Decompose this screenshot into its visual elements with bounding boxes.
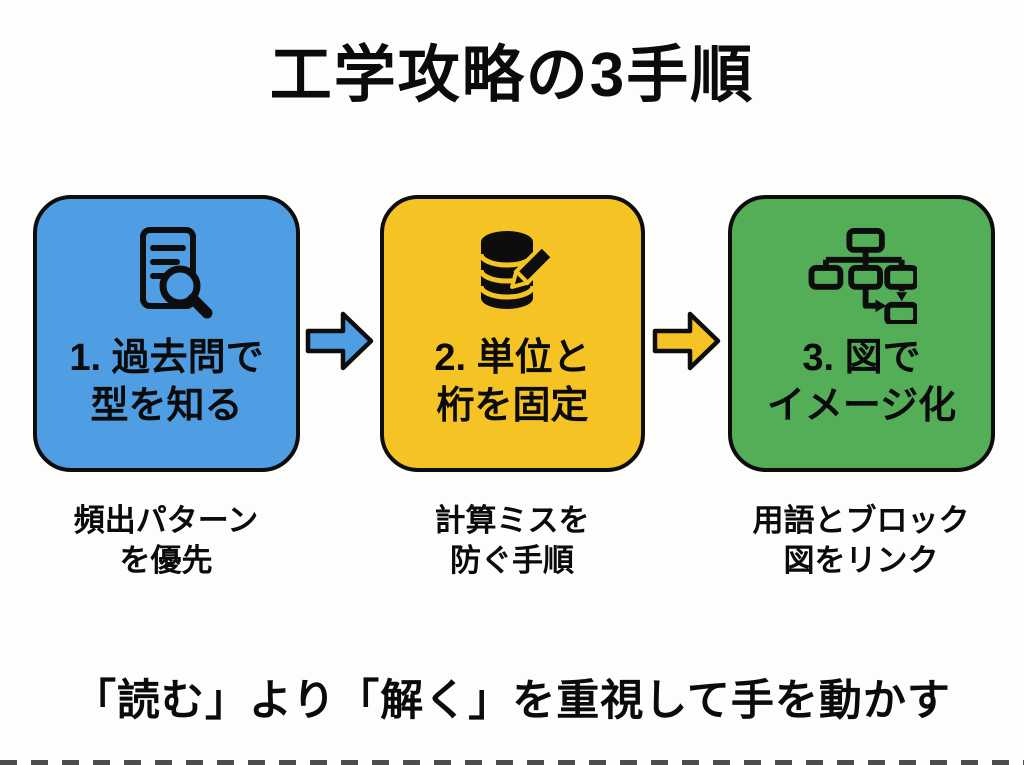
step-caption-2-line2: 防ぐ手順 (450, 543, 574, 579)
step-caption-1-line2: を優先 (119, 543, 213, 579)
step-label-2: 2. 単位と 桁を固定 (434, 335, 590, 430)
step-label-1-line1: 1. 過去問で (69, 337, 264, 379)
step-label-3-line2: イメージ化 (766, 384, 957, 427)
step-caption-3-line1: 用語とブロック (752, 503, 970, 538)
step-card-units-digits: 2. 単位と 桁を固定 (380, 195, 645, 472)
page-title: 工学攻略の3手順 (269, 41, 755, 110)
bottom-dashed-edge (0, 760, 1024, 765)
step-caption-3-line2: 図をリンク (783, 543, 939, 579)
flowchart-icon (807, 225, 917, 327)
document-search-icon (117, 225, 217, 327)
step-label-3-line1: 3. 図で (802, 337, 921, 379)
step-card-past-exams: 1. 過去問で 型を知る (33, 195, 300, 472)
step-caption-1: 頻出パターン を優先 (6, 501, 326, 582)
step-label-1: 1. 過去問で 型を知る (69, 335, 263, 430)
step-card-diagram-image: 3. 図で イメージ化 (728, 195, 995, 472)
arrow-right-icon-blue (305, 309, 375, 373)
step-label-2-line2: 桁を固定 (436, 384, 589, 427)
step-caption-3: 用語とブロック 図をリンク (701, 501, 1021, 582)
step-caption-2-line1: 計算ミスを (434, 503, 590, 538)
step-caption-1-line1: 頻出パターン (73, 503, 259, 538)
footer-statement: 「読む」より「解く」を重視して手を動かす (73, 677, 951, 725)
step-label-2-line1: 2. 単位と (434, 337, 591, 379)
arrow-right-icon-yellow (652, 309, 722, 373)
step-label-1-line2: 型を知る (90, 384, 243, 427)
step-label-3: 3. 図で イメージ化 (767, 335, 956, 430)
database-pencil-icon (463, 225, 563, 327)
step-caption-2: 計算ミスを 防ぐ手順 (352, 501, 672, 582)
